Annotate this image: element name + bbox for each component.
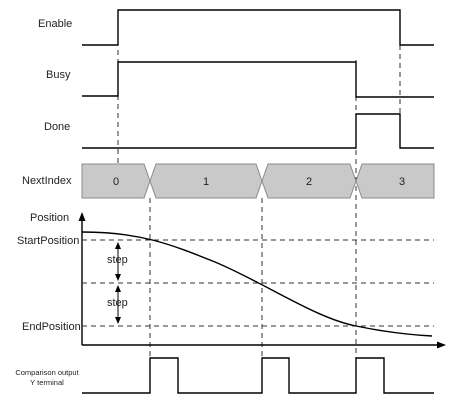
- next-index-label: NextIndex: [22, 175, 72, 187]
- next-index-value-1: 1: [203, 176, 209, 188]
- next-index-value-3: 3: [399, 176, 405, 188]
- next-index-value-2: 2: [306, 176, 312, 188]
- position-curve: [81, 231, 433, 337]
- next-index-segment-0: [81, 163, 151, 199]
- comparison-output-terminal-label: Y terminal: [30, 378, 64, 387]
- step-label-upper: step: [107, 254, 128, 266]
- done-waveform: [82, 113, 434, 149]
- next-index-segment-3: [355, 163, 435, 199]
- position-y-axis-arrow: [78, 212, 86, 221]
- next-index-value-0: 0: [113, 176, 119, 188]
- start-position-label: StartPosition: [17, 235, 79, 247]
- enable-label: Enable: [38, 18, 72, 30]
- busy-label: Busy: [46, 69, 71, 81]
- done-label: Done: [44, 121, 70, 133]
- end-position-label: EndPosition: [22, 321, 81, 333]
- enable-waveform: [82, 9, 434, 46]
- step-arrow-upper: [115, 242, 121, 281]
- step-arrow-lower: [115, 285, 121, 324]
- position-x-axis-arrow: [437, 341, 446, 349]
- comparison-output-waveform: [82, 357, 434, 394]
- position-label: Position: [30, 212, 69, 224]
- busy-waveform: [82, 61, 434, 98]
- comparison-output-label: Comparison output: [15, 368, 79, 377]
- step-label-lower: step: [107, 297, 128, 309]
